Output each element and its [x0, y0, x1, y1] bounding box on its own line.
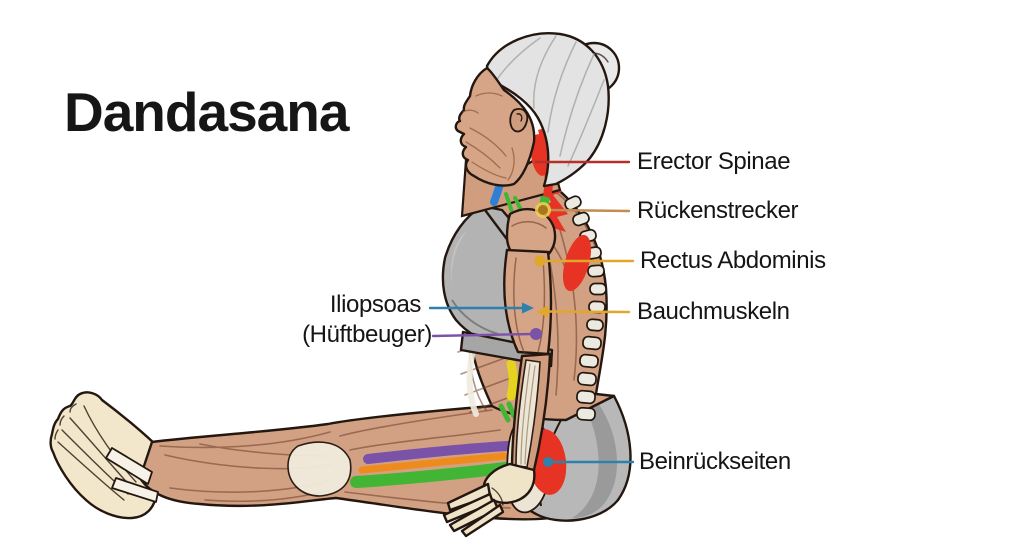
leader-line-bauchmuskeln [544, 310, 631, 314]
label-iliopsoas: Iliopsoas [329, 291, 422, 318]
label-hueftbeuger: (Hüftbeuger) [302, 321, 432, 348]
muscle-highlight-hamstring-green [350, 462, 512, 488]
hand [442, 462, 536, 538]
label-bauchmuskeln: Bauchmuskeln [637, 298, 790, 325]
label-rueckenstrecker: Rückenstrecker [637, 197, 799, 224]
label-beinrueckseiten: Beinrückseiten [639, 448, 791, 475]
leader-line-rueckenstrecker [546, 208, 631, 213]
leg [49, 391, 568, 521]
muscle-highlight-back-red [562, 234, 592, 292]
head [454, 32, 621, 188]
marker-arrow-iliopsoas [522, 302, 534, 314]
muscle-highlight-psoas-yellow [506, 359, 518, 401]
muscle-highlight-hip-green [498, 401, 517, 423]
label-erector-spinae: Erector Spinae [637, 148, 791, 175]
marker-arrow-bauchmuskeln [536, 305, 548, 318]
leader-lines [428, 160, 635, 467]
label-rectus-abdominis: Rectus Abdominis [640, 247, 826, 274]
leader-line-hueftbeuger [431, 332, 534, 338]
muscle-highlight-neck-green [504, 192, 523, 214]
knee-fascia [287, 441, 352, 497]
foot [49, 391, 159, 520]
muscle-highlight-hamstring-purple [363, 441, 513, 464]
hair [485, 32, 610, 188]
marker-dot-hueftbeuger [530, 328, 542, 340]
marker-dot-rueckenstrecker [538, 205, 548, 215]
muscle-highlight-hamstring-orange [358, 452, 508, 474]
marker-dot-rectus-abdominis [534, 255, 546, 267]
face [454, 66, 536, 187]
ear [509, 108, 529, 133]
page-title: Dandasana [64, 81, 349, 143]
marker-dot-beinrueckseiten [543, 457, 553, 467]
